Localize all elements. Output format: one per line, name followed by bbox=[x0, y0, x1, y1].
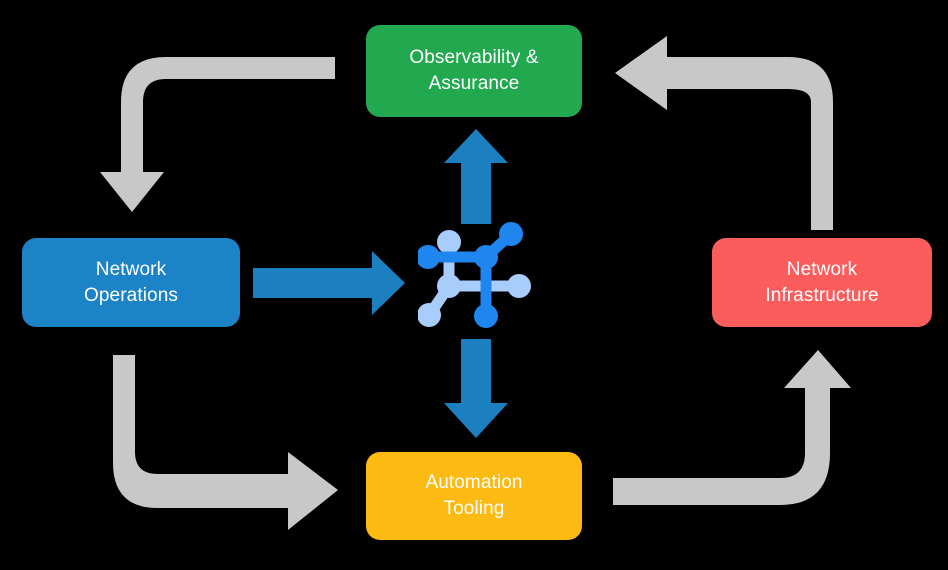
network-topology-icon bbox=[418, 222, 531, 328]
gray-arrow-observability-to-operations bbox=[100, 57, 335, 212]
topology-light-nodes bbox=[418, 230, 531, 327]
node-network-operations[interactable]: Network Operations bbox=[22, 238, 240, 327]
node-observability-assurance[interactable]: Observability & Assurance bbox=[366, 25, 582, 117]
blue-arrow-center-to-observability bbox=[444, 129, 508, 224]
blue-arrow-operations-to-center bbox=[253, 251, 405, 315]
node-network-infrastructure[interactable]: Network Infrastructure bbox=[712, 238, 932, 327]
gray-arrow-operations-to-automation bbox=[113, 355, 338, 530]
gray-arrow-automation-to-infrastructure bbox=[613, 350, 851, 505]
node-automation-tooling[interactable]: Automation Tooling bbox=[366, 452, 582, 540]
gray-arrow-infrastructure-to-observability bbox=[615, 36, 833, 230]
blue-arrow-center-to-automation bbox=[444, 339, 508, 438]
topology-dark-nodes bbox=[418, 222, 523, 328]
